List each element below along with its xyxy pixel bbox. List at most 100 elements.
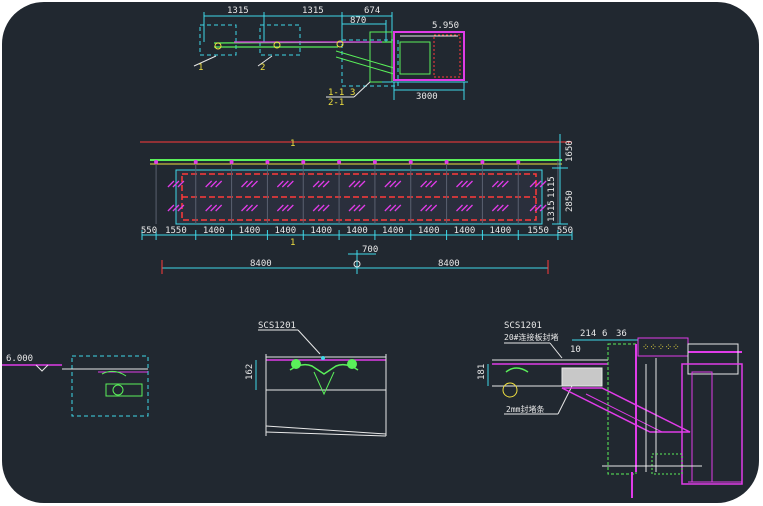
top-detail: 1315 1315 674 870 5.950 3000 1 2 1-1 <box>193 6 468 108</box>
right-dim-6: 6 <box>602 329 607 339</box>
plan-hatch <box>154 160 547 212</box>
plan-hatch-mark <box>461 180 468 188</box>
plan-dim-label: 1400 <box>274 226 296 236</box>
plan-anchor-point <box>372 160 377 164</box>
plan-dim-label: 1400 <box>418 226 440 236</box>
plan-hatch-mark <box>466 204 473 212</box>
plan-dim-label: 550 <box>557 226 573 236</box>
plan-dim-label: 1400 <box>454 226 476 236</box>
plan-dim-label: 1400 <box>382 226 404 236</box>
plan-right-dim-4: 1315 <box>547 200 557 222</box>
plan-hatch-mark <box>215 204 223 212</box>
right-dim-181: 181 <box>477 364 487 380</box>
plan-hatch-mark <box>358 204 366 212</box>
plan-hatch-mark <box>425 180 433 188</box>
plan-hatch-mark <box>205 204 213 212</box>
right-dim-10: 10 <box>570 345 581 355</box>
plan-hatch-mark <box>215 180 223 188</box>
right-label-3: 2mm封堵条 <box>506 404 544 414</box>
plan-hatch-mark <box>456 180 463 188</box>
callout-1-1: 1-1 <box>328 88 344 98</box>
top-dim-5: 3000 <box>416 92 438 102</box>
plan-hatch-mark <box>281 180 289 188</box>
plan-anchor-point <box>229 160 234 164</box>
plan-hatch-mark <box>177 180 185 188</box>
plan-half-dim-left: 8400 <box>250 259 272 269</box>
plan-bottom-dims: 550 1550 1400 1400 1400 1400 1400 1400 1400 1400 1… <box>141 226 573 236</box>
plan-hatch-mark <box>167 204 175 212</box>
plan-hatch-mark <box>456 204 463 212</box>
plan-hatch-mark <box>394 204 402 212</box>
plan-right-dim-1: 1650 <box>565 140 575 162</box>
plan-hatch-mark <box>501 180 509 188</box>
plan-section-mark-top: 1 <box>290 139 295 149</box>
plan-dim-label: 550 <box>141 226 157 236</box>
plan-hatch-mark <box>172 180 180 188</box>
plan-section-mark-bottom: 1 <box>290 238 295 248</box>
right-hatch: ⁘⁘⁘⁘⁘ <box>642 343 680 353</box>
callout-2: 2 <box>260 63 265 73</box>
mid-label: SCS1201 <box>258 321 296 331</box>
plan-dim-label: 1550 <box>165 226 187 236</box>
plan-hatch-mark <box>317 204 325 212</box>
plan-dim-label: 1400 <box>310 226 332 236</box>
plan-hatch-mark <box>534 180 542 188</box>
top-dim-3: 674 <box>364 6 380 16</box>
plan-anchor-point <box>265 160 270 164</box>
plan-hatch-mark <box>430 180 438 188</box>
plan-hatch-mark <box>496 204 504 212</box>
plan-hatch-mark <box>172 204 180 212</box>
detail-left: 6.000 <box>2 354 149 417</box>
plan-hatch-mark <box>496 180 504 188</box>
plan-hatch-mark <box>210 180 218 188</box>
plan-hatch-mark <box>491 180 499 188</box>
plan-hatch-mark <box>312 180 320 188</box>
plan-hatch-mark <box>276 180 284 188</box>
plan-hatch-mark <box>420 180 428 188</box>
plan-anchor-point <box>301 160 306 164</box>
plan-right-dim-3: 1115 <box>547 176 557 198</box>
plan-dim-label: 1400 <box>203 226 225 236</box>
plan-anchor-point <box>408 160 413 164</box>
plan-dim-label: 1400 <box>489 226 511 236</box>
plan-hatch-mark <box>353 204 361 212</box>
plan-dim-ticks <box>141 230 573 240</box>
plan-anchor-point <box>516 160 521 164</box>
plan-hatch-mark <box>430 204 438 212</box>
right-dim-214: 214 <box>580 329 596 339</box>
plan-hatch-mark <box>251 204 258 212</box>
plan-hatch-mark <box>286 180 294 188</box>
mid-dim-162: 162 <box>245 364 255 380</box>
callout-2-1: 2-1 <box>328 98 344 108</box>
right-label-1: SCS1201 <box>504 321 542 331</box>
plan-half-dim-right: 8400 <box>438 259 460 269</box>
plan-hatch-mark <box>389 204 397 212</box>
plan-hatch-mark <box>348 204 356 212</box>
plan-hatch-mark <box>394 180 402 188</box>
plan-hatch-mark <box>241 180 248 188</box>
right-label-2: 20#连接板封堵 <box>504 332 558 342</box>
elevation-6000: 6.000 <box>6 354 33 364</box>
plan-hatch-mark <box>529 204 537 212</box>
plan-hatch-mark <box>420 204 428 212</box>
top-dim-1: 1315 <box>227 6 249 16</box>
plan-hatch-mark <box>348 180 356 188</box>
plan-hatch-mark <box>461 204 468 212</box>
plan-hatch-mark <box>384 180 392 188</box>
plan-hatch-mark <box>246 180 253 188</box>
plan-hatch-mark <box>205 180 213 188</box>
plan-hatch-mark <box>276 204 284 212</box>
detail-right: SCS1201 20#连接板封堵 2mm封堵条 214 6 36 10 181 … <box>477 321 743 498</box>
plan-hatch-mark <box>384 204 392 212</box>
plan-dim-label: 1400 <box>346 226 368 236</box>
plan-dim-label: 1400 <box>239 226 261 236</box>
plan-hatch-mark <box>539 204 547 212</box>
callout-3: 3 <box>350 88 355 98</box>
plan-anchor-point <box>154 160 159 164</box>
plan-hatch-mark <box>358 180 366 188</box>
plan-hatch-mark <box>210 204 218 212</box>
